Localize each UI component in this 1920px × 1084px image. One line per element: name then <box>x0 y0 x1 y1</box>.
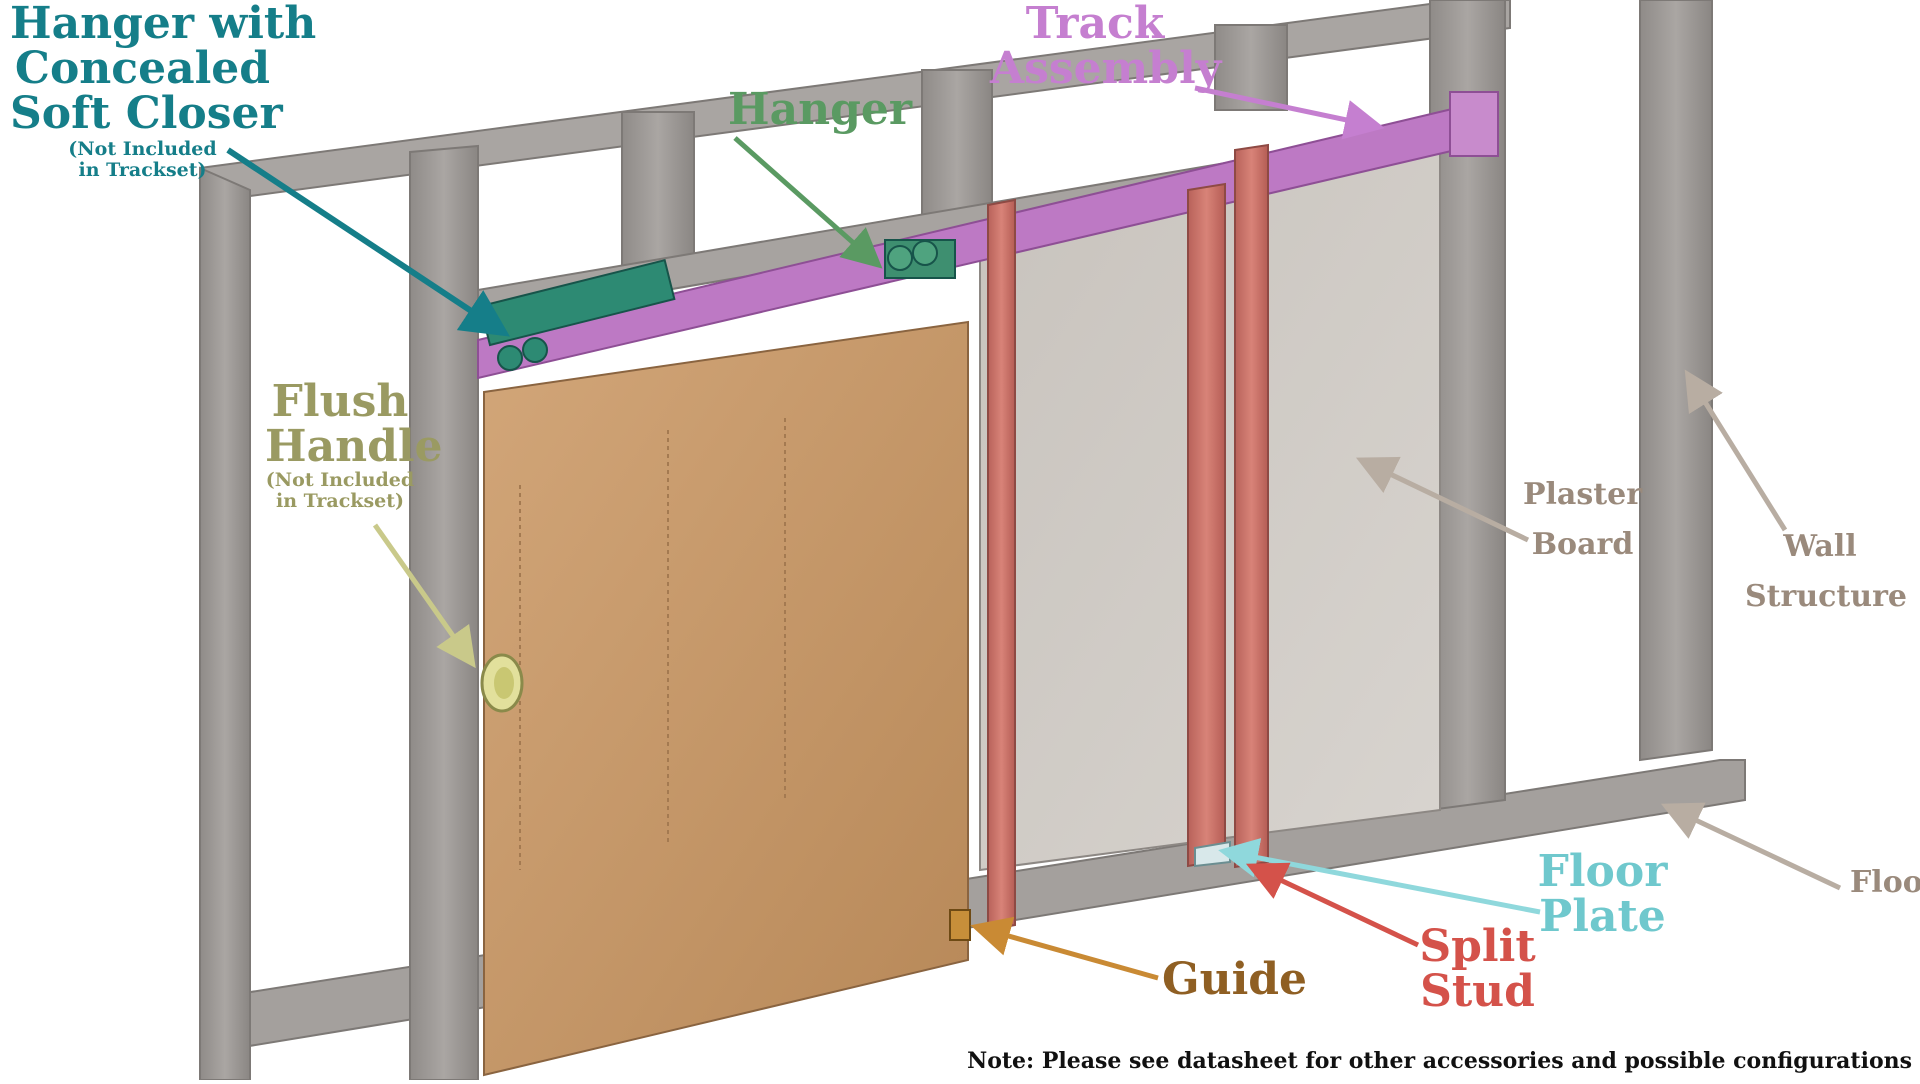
arrow-guide <box>970 916 1159 981</box>
cripple-stud-1 <box>621 111 695 281</box>
label-floor-plate-line2: Plate <box>1539 890 1666 942</box>
label-plaster-line1: Plaster <box>1522 477 1643 512</box>
arrow-handle <box>372 523 476 669</box>
arrow-floor <box>1660 802 1842 891</box>
label-hanger-closer-sub2: in Trackset) <box>78 158 207 181</box>
split-stud-rear <box>1234 143 1269 869</box>
arrow-wall <box>1684 369 1788 532</box>
label-hanger: Hanger <box>728 84 913 135</box>
label-plaster-line2: Board <box>1531 526 1634 562</box>
label-hanger-closer-line3: Soft Closer <box>10 87 283 139</box>
arrow-plaster <box>1355 456 1530 543</box>
label-flush-handle: Flush Handle (Not Included in Trackset) <box>265 376 443 512</box>
arrow-floor-plate <box>1218 838 1541 915</box>
footnote: Note: Please see datasheet for other acc… <box>967 1048 1912 1074</box>
arrow-split-stud <box>1245 862 1420 948</box>
label-wall-structure: Wall Structure <box>1745 522 1907 621</box>
arrow-hanger-closer <box>226 147 511 337</box>
wall-stud-far-right <box>1639 0 1713 762</box>
label-hanger-closer-line2: Concealed <box>14 42 271 94</box>
cripple-stud-3 <box>1214 24 1288 111</box>
label-split-line1: Split <box>1419 921 1536 972</box>
split-stud-mid <box>1187 182 1226 868</box>
left-end-stud <box>199 166 251 1081</box>
label-track-line2: Assembly <box>990 42 1222 94</box>
sliding-door-panel <box>483 320 969 1077</box>
label-flush-sub1: (Not Included <box>265 468 415 491</box>
label-guide: Guide <box>1162 954 1308 1005</box>
label-split-line2: Stud <box>1420 965 1535 1017</box>
king-stud-left <box>409 144 479 1081</box>
label-floor: Floor <box>1850 868 1920 899</box>
label-track-assembly: Track Assembly <box>990 0 1222 94</box>
track-end-bracket <box>1449 91 1499 157</box>
label-hanger-closer-line1: Hanger with <box>10 0 317 49</box>
label-split-stud: Split Stud <box>1415 921 1540 1017</box>
label-plaster-board: Plaster Board <box>1515 470 1650 569</box>
arrow-track <box>1194 85 1385 140</box>
label-wall-line1: Wall <box>1783 529 1857 564</box>
label-flush-line2: Handle <box>265 420 443 472</box>
label-wall-line2: Structure <box>1745 578 1907 614</box>
split-stud-front <box>987 198 1016 932</box>
label-track-line1: Track <box>1025 0 1165 49</box>
label-hanger-closer: Hanger with Concealed Soft Closer (Not I… <box>10 0 317 181</box>
label-floor-plate-line1: Floor <box>1537 846 1668 897</box>
label-flush-line1: Flush <box>271 376 409 427</box>
label-flush-sub2: in Trackset) <box>275 489 404 512</box>
arrow-hanger <box>733 136 883 269</box>
label-floor-plate: Floor Plate <box>1535 846 1670 942</box>
label-hanger-closer-sub1: (Not Included <box>68 137 217 160</box>
floor-guide <box>949 909 971 941</box>
